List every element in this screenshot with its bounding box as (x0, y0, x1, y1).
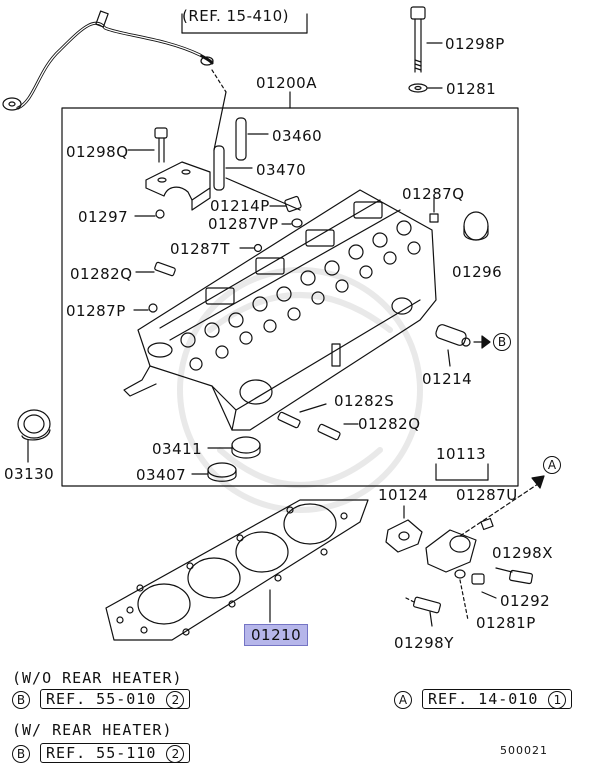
callout-01287VP[interactable]: 01287VP (208, 215, 279, 233)
marker-b-circle: B (12, 690, 30, 709)
ref-num-circle: 2 (166, 744, 185, 763)
water-outlet-group (385, 463, 545, 627)
ref-top-leader (181, 13, 308, 34)
ref-top-label[interactable]: (REF. 15-410) (182, 7, 289, 25)
callout-01214[interactable]: 01214 (422, 370, 473, 388)
ref-14-010-link[interactable]: REF. 14-010 1 (422, 689, 573, 709)
ref-num-circle: 1 (548, 690, 567, 709)
callout-03130[interactable]: 03130 (4, 465, 55, 483)
callout-01296[interactable]: 01296 (452, 263, 503, 281)
callout-01200A[interactable]: 01200A (256, 74, 317, 92)
ref-row-b1: B REF. 55-010 2 (12, 689, 191, 709)
callout-01214P[interactable]: 01214P (210, 197, 270, 215)
head-bolt (408, 6, 443, 93)
marker-a-circle: A (394, 690, 412, 709)
callout-01282S[interactable]: 01282S (334, 392, 395, 410)
oil-pipe (2, 10, 227, 151)
ref-55-110-link[interactable]: REF. 55-110 2 (40, 743, 191, 763)
ref-row-a: A REF. 14-010 1 (394, 689, 573, 709)
callout-03411[interactable]: 03411 (152, 440, 203, 458)
head-gasket (105, 499, 369, 641)
watermark-emblem (177, 267, 423, 513)
callout-10113[interactable]: 10113 (436, 445, 487, 463)
oil-seal (17, 409, 51, 463)
assembly-frame (61, 107, 519, 487)
note-without-rear-heater: (W/O REAR HEATER) (12, 669, 183, 687)
note-with-rear-heater: (W/ REAR HEATER) (12, 721, 173, 739)
callout-01287Q[interactable]: 01287Q (402, 185, 465, 203)
callout-01210-highlighted[interactable]: 01210 (244, 624, 309, 646)
marker-B-circle[interactable]: B (493, 333, 511, 351)
callout-01282Q-bottom[interactable]: 01282Q (358, 415, 421, 433)
bearing-cap (134, 161, 211, 219)
ref-row-b2: B REF. 55-110 2 (12, 743, 191, 763)
ref-55-010-link[interactable]: REF. 55-010 2 (40, 689, 191, 709)
valve-guide-pipes (213, 117, 301, 211)
callout-01297[interactable]: 01297 (78, 208, 129, 226)
cup-plug (463, 211, 489, 241)
callout-01281P[interactable]: 01281P (476, 614, 536, 632)
callout-03460[interactable]: 03460 (272, 127, 323, 145)
marker-b-circle: B (12, 744, 30, 763)
ref-num-circle: 2 (166, 690, 185, 709)
callout-01298Q[interactable]: 01298Q (66, 143, 129, 161)
callout-01298Y[interactable]: 01298Y (394, 634, 454, 652)
seal-rings (191, 436, 261, 482)
leader-lines (133, 195, 439, 313)
bolt-01298Q (127, 127, 168, 163)
callout-03470[interactable]: 03470 (256, 161, 307, 179)
callout-01298P[interactable]: 01298P (445, 35, 505, 53)
water-fitting (435, 324, 491, 367)
callout-01287U[interactable]: 01287U (456, 486, 518, 504)
callout-10124[interactable]: 10124 (378, 486, 429, 504)
callout-03407[interactable]: 03407 (136, 466, 187, 484)
diagram-code: 500021 (500, 744, 548, 757)
callout-01298X[interactable]: 01298X (492, 544, 553, 562)
studs (277, 403, 359, 441)
marker-A-circle[interactable]: A (543, 456, 561, 474)
callout-01287T[interactable]: 01287T (170, 240, 230, 258)
callout-01281[interactable]: 01281 (446, 80, 497, 98)
callout-01292[interactable]: 01292 (500, 592, 551, 610)
callout-01287P[interactable]: 01287P (66, 302, 126, 320)
callout-01282Q-left[interactable]: 01282Q (70, 265, 133, 283)
cylinder-head (123, 189, 437, 431)
